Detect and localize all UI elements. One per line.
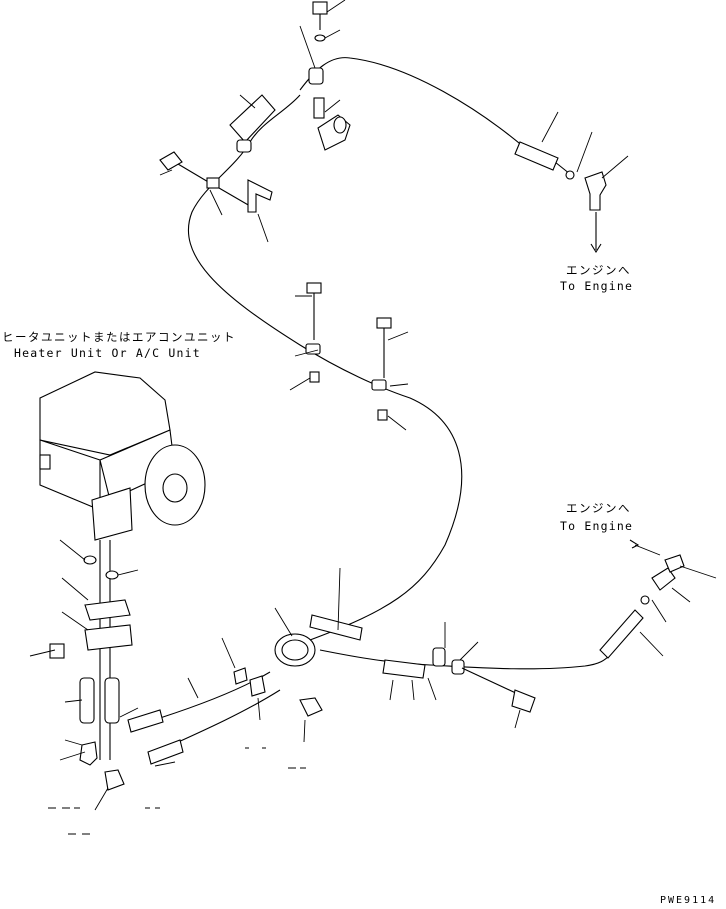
mid-bolt-2 [371, 317, 392, 421]
drawing-code: PWE9114 [660, 895, 717, 906]
left-pipe-assembly [49, 540, 133, 791]
lower-hose-right [319, 649, 611, 670]
heater-unit [39, 371, 206, 541]
dash-marks [48, 747, 306, 835]
engine-right-label-jp: エンジンへ [566, 501, 631, 515]
elbow-fitting-top [584, 171, 607, 254]
heater-label-en: Heater Unit Or A/C Unit [14, 346, 201, 360]
upper-clamp-plate [229, 94, 276, 153]
leader-lines [29, 0, 717, 811]
hose-sleeve-top [514, 141, 575, 180]
engine-right-label-en: To Engine [560, 519, 634, 533]
top-bolt [308, 1, 328, 85]
spacer-and-bracket [313, 97, 351, 151]
engine-top-label-jp: エンジンへ [566, 263, 631, 277]
bracket-l [247, 179, 273, 213]
heater-label-jp: ヒータユニットまたはエアコンユニット [2, 330, 236, 344]
mid-bolt-1 [305, 282, 322, 383]
engine-top-label-en: To Engine [560, 279, 634, 293]
lower-components [127, 554, 685, 765]
upper-hose-second [187, 94, 463, 641]
left-bolt [159, 151, 251, 207]
